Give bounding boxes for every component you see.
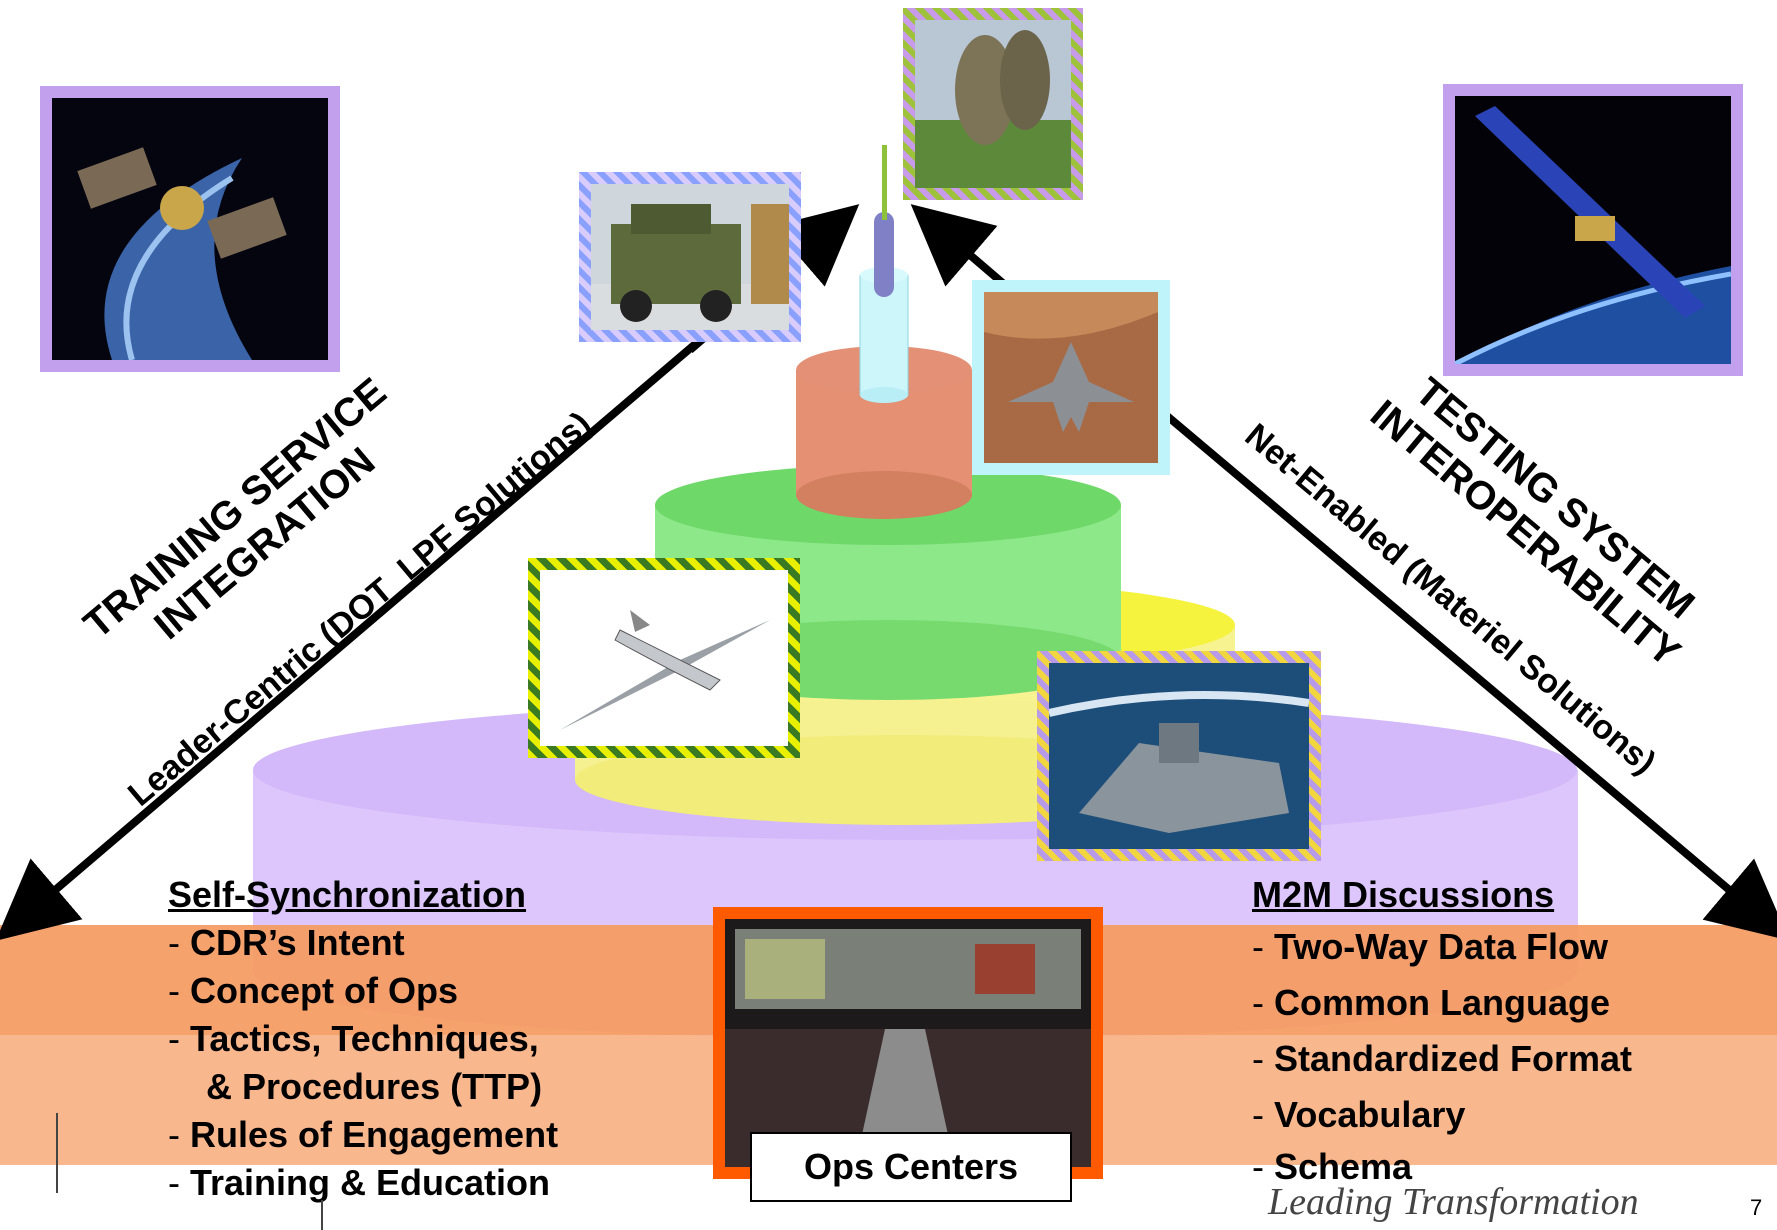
list-item: -Common Language [1252, 982, 1611, 1023]
satellite-icon [52, 98, 328, 360]
footer-tagline: Leading Transformation [1268, 1181, 1639, 1223]
list-item: -Training & Education [168, 1162, 551, 1203]
green-antenna [882, 145, 887, 220]
list-item: -Two-Way Data Flow [1252, 926, 1609, 967]
ops-centers-label: Ops Centers [750, 1132, 1072, 1202]
jet-arrow [910, 204, 1008, 289]
self-sync-heading: Self-Synchronization [168, 874, 527, 915]
fighter-jet-icon [984, 292, 1158, 463]
ops-center-icon [725, 919, 1091, 1167]
blue-cap [874, 212, 894, 297]
list-item-continuation: & Procedures (TTP) [206, 1066, 543, 1107]
fighter-jet-photo [972, 280, 1170, 475]
satellite-earth-photo [40, 86, 340, 372]
list-item: -Schema [1252, 1146, 1413, 1187]
soldiers-icon [915, 20, 1071, 188]
divider-line [321, 1200, 323, 1230]
humvee-photo [579, 172, 801, 342]
space-station-photo [1443, 84, 1743, 376]
space-station-icon [1455, 96, 1731, 364]
list-item: -Tactics, Techniques, [168, 1018, 539, 1059]
list-item: -Concept of Ops [168, 970, 458, 1011]
left-arrow [0, 336, 703, 941]
divider-line [56, 1113, 58, 1193]
navy-ship-photo [1037, 651, 1321, 861]
list-item: -Standardized Format [1252, 1038, 1633, 1079]
list-item: -Vocabulary [1252, 1094, 1466, 1135]
uav-drone-icon [540, 570, 788, 746]
list-item: -CDR’s Intent [168, 922, 405, 963]
soldiers-photo [903, 8, 1083, 200]
self-sync-list: Self-Synchronization -CDR’s Intent -Conc… [168, 871, 558, 1207]
navy-ship-icon [1049, 663, 1309, 849]
page-number: 7 [1750, 1195, 1763, 1220]
m2m-heading: M2M Discussions [1252, 874, 1555, 915]
humvee-icon [591, 184, 789, 330]
right-arrow [1157, 406, 1777, 941]
m2m-list: M2M Discussions -Two-Way Data Flow -Comm… [1252, 871, 1632, 1191]
list-item: -Rules of Engagement [168, 1114, 559, 1155]
uav-drone-photo [528, 558, 800, 758]
